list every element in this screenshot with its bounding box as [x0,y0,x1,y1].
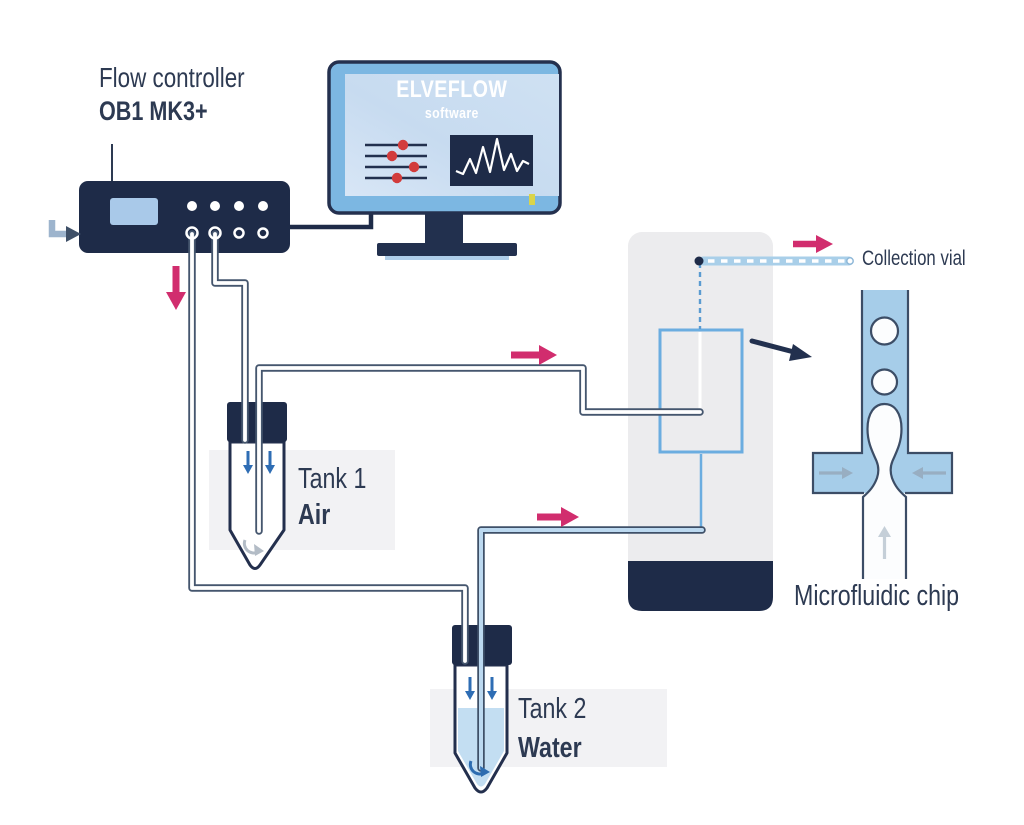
pressure-inlet-icon [48,220,81,242]
dispersed-phase-channel [861,402,908,579]
monitor-stand-neck [425,213,463,244]
flow-controller-model: OB1 MK3+ [99,96,208,126]
air-supply-tube-to-tank2 [188,230,469,665]
pink-arrow-outlet-icon [793,235,833,253]
software-subtitle: software [425,105,479,122]
tank2-name: Tank 2 [518,693,587,725]
software-sliders [365,139,427,184]
chip-in-holder [658,263,744,528]
tube-elbow-connector [694,256,704,266]
slider-knob [391,172,403,184]
microfluidic-chip-zoom [811,290,954,579]
flow-controller-title: Flow controller [99,62,245,93]
tank2-content: Water [518,732,582,764]
slider-knob [397,139,409,151]
slider-knob [386,150,398,162]
flow-controller-device [79,181,290,253]
monitor-power-led [529,194,535,205]
air-tube-tank1-to-chip [255,364,704,535]
dispersed-phase-arrow [878,526,891,559]
water-tube-tank2-to-chip [477,526,706,772]
controller-ports [185,226,269,240]
slider-knob [408,161,420,173]
pink-arrow-down-icon [166,266,186,310]
software-brand-title: ELVEFLOW [396,76,508,103]
continuous-phase-arrows [819,467,946,479]
tank1-name: Tank 1 [298,463,367,495]
pink-arrow-water-icon [537,507,579,527]
tank1-flow-arrows [243,451,275,474]
collection-vial-label: Collection vial [862,247,966,270]
tubing [188,230,706,772]
tank1-content: Air [298,499,331,531]
flow-arrows [166,235,833,527]
flow-graph [450,135,533,186]
monitor-stand-base [377,243,517,256]
controller-cable [290,213,374,230]
controller-leds [187,201,268,211]
droplet [870,368,899,396]
droplet [869,316,900,346]
collection-tube [694,256,854,266]
pink-arrow-air-icon [511,345,557,365]
microfluidic-chip-label: Microfluidic chip [794,580,960,612]
controller-screen [110,198,158,225]
air-supply-tube-to-tank1 [211,230,249,444]
computer-monitor [327,60,562,260]
tank1-swirl-icon [242,539,264,556]
tank2-swirl-icon [468,760,490,777]
tank2-flow-arrows [465,677,497,700]
zoom-arrow-icon [749,338,812,361]
